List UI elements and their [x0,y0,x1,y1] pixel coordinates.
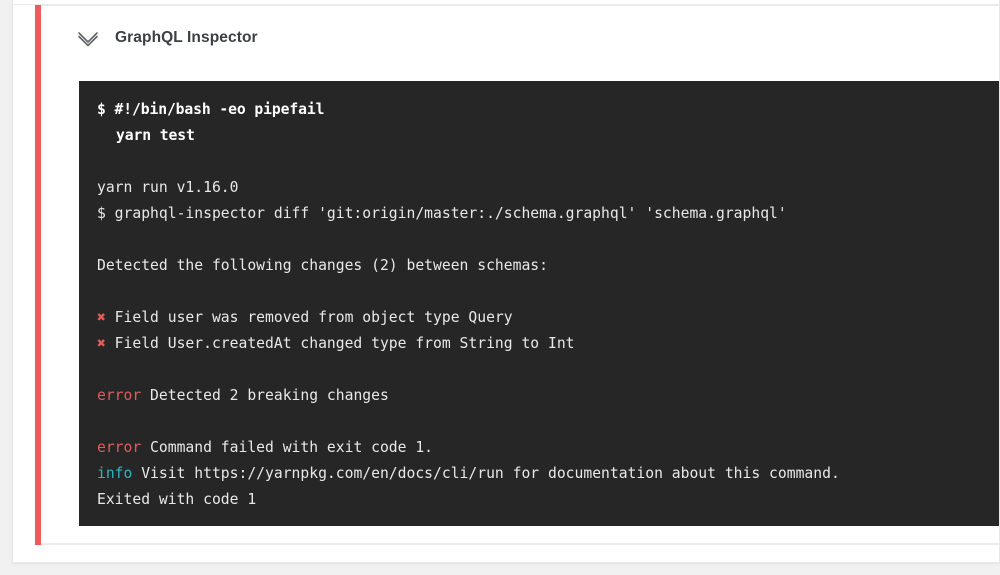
terminal-line: yarn run v1.16.0 [97,179,239,196]
terminal-line [97,357,999,383]
terminal-line: Exited with code 1 [97,491,257,508]
breaking-change-cross-icon: ✖ [97,309,106,326]
terminal-line-text: Field user was removed from object type … [105,309,513,326]
terminal-line-tag-error: error [97,387,142,404]
terminal-line: info Visit https://yarnpkg.com/en/docs/c… [97,461,999,487]
terminal-line [97,409,999,435]
page-sheet: GraphQL Inspector $ #!/bin/bash -eo pipe… [12,0,1000,563]
breaking-change-cross-icon: ✖ [97,335,106,352]
terminal-line: error Detected 2 breaking changes [97,383,999,409]
job-card-bottom-divider [35,543,999,544]
terminal-log-output[interactable]: $ #!/bin/bash -eo pipefail yarn test yarn… [79,81,999,526]
terminal-line-tag-info: info [97,465,133,482]
job-card: GraphQL Inspector $ #!/bin/bash -eo pipe… [35,5,999,545]
terminal-line-text: Field User.createdAt changed type from S… [105,335,575,352]
page-top-divider [13,4,999,5]
job-title: GraphQL Inspector [115,29,258,46]
terminal-line-text: Detected 2 breaking changes [141,387,389,404]
terminal-line: Detected the following changes (2) betwe… [97,257,548,274]
job-status-accent-bar [35,5,41,545]
terminal-line [97,227,999,253]
chevron-down-icon[interactable] [75,27,115,49]
terminal-line-text: Command failed with exit code 1. [141,439,434,456]
terminal-line-tag-error: error [97,439,142,456]
terminal-line [97,279,999,305]
terminal-line: error Command failed with exit code 1. [97,435,999,461]
job-header-toggle[interactable]: GraphQL Inspector [35,6,999,70]
terminal-line: $ graphql-inspector diff 'git:origin/mas… [97,205,787,222]
terminal-line [97,149,999,175]
terminal-line-text: Visit https://yarnpkg.com/en/docs/cli/ru… [132,465,840,482]
terminal-line: $ #!/bin/bash -eo pipefail [97,101,325,118]
terminal-line: yarn test [116,127,195,144]
terminal-line: ✖ Field user was removed from object typ… [97,305,999,331]
terminal-line: ✖ Field User.createdAt changed type from… [97,331,999,357]
